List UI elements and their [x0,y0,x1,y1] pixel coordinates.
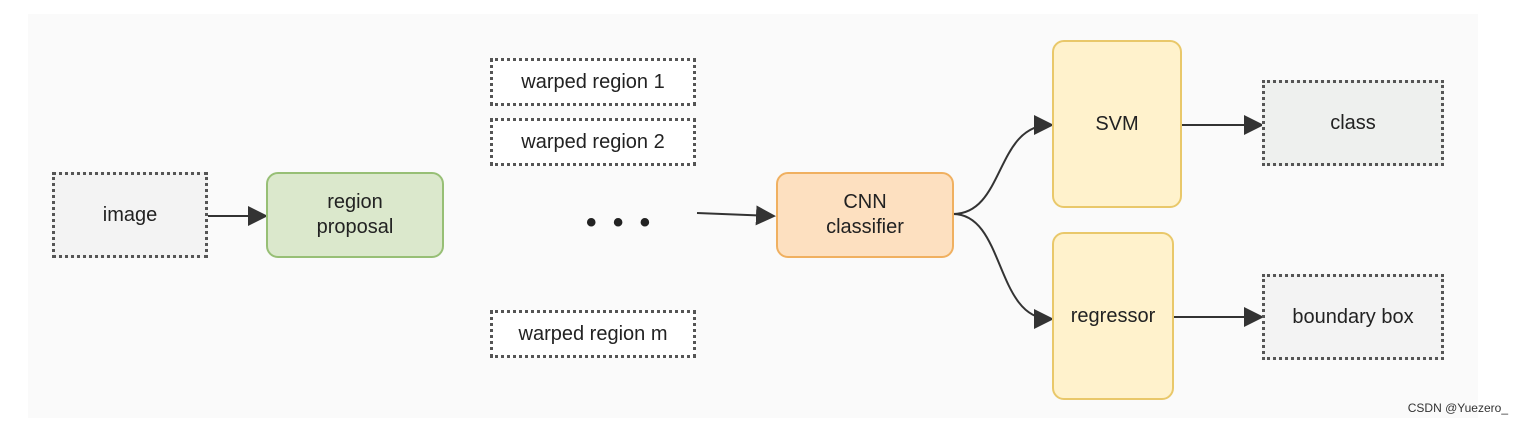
regressor-label: regressor [1070,304,1156,327]
svm-node: SVM [1052,40,1182,208]
boundary-box-label: boundary box [1292,305,1414,328]
regressor-node: regressor [1052,232,1174,400]
arrow-regions-to-cnn [696,205,776,226]
warped-region-m-node: warped region m [490,310,696,358]
class-node: class [1262,80,1444,166]
boundary-box-node: boundary box [1262,274,1444,360]
image-label: image [102,203,158,226]
ellipsis: • • • [586,206,655,239]
warped-region-2-label: warped region 2 [521,130,665,153]
region-proposal-label: region proposal [316,191,394,238]
svm-label: SVM [1095,112,1139,135]
arrow-cnn-to-regressor [952,213,1054,329]
warped-region-2-node: warped region 2 [490,118,696,166]
class-label: class [1330,111,1376,134]
region-proposal-node: region proposal [266,172,444,258]
cnn-classifier-node: CNN classifier [776,172,954,258]
cnn-classifier-label: CNN classifier [826,191,904,238]
image-node: image [52,172,208,258]
warped-region-1-label: warped region 1 [521,70,665,93]
arrow-cnn-to-svm [952,115,1054,215]
warped-region-1-node: warped region 1 [490,58,696,106]
watermark: CSDN @Yuezero_ [1407,401,1508,415]
warped-region-m-label: warped region m [518,322,668,345]
